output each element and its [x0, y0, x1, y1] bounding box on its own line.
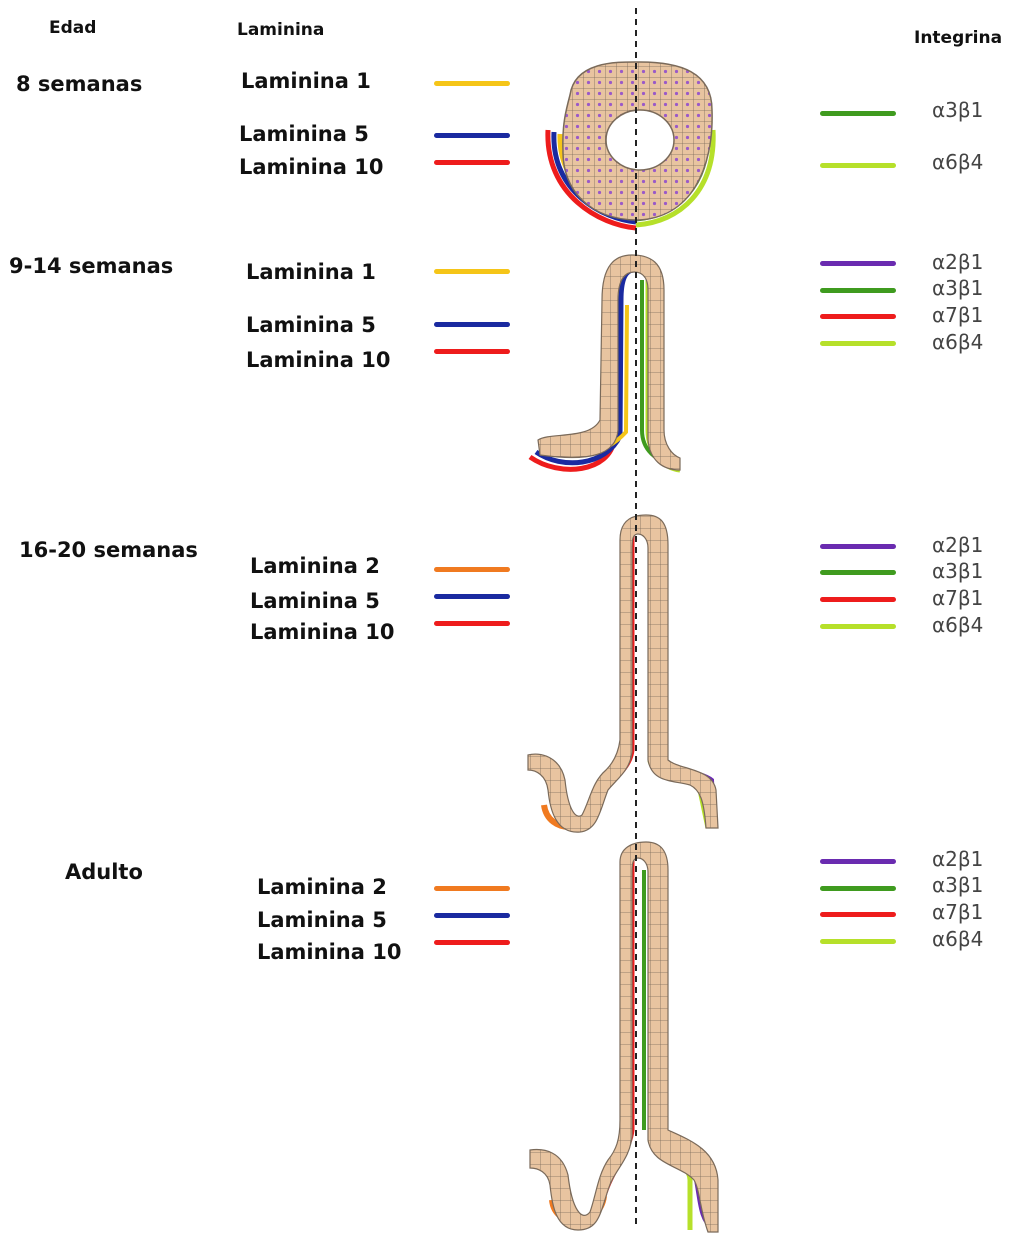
- cyst-8-weeks: [548, 62, 713, 228]
- villus-adult: [530, 842, 718, 1232]
- villus-16-20-weeks: [528, 515, 718, 832]
- villus-9-14-weeks: [530, 255, 680, 470]
